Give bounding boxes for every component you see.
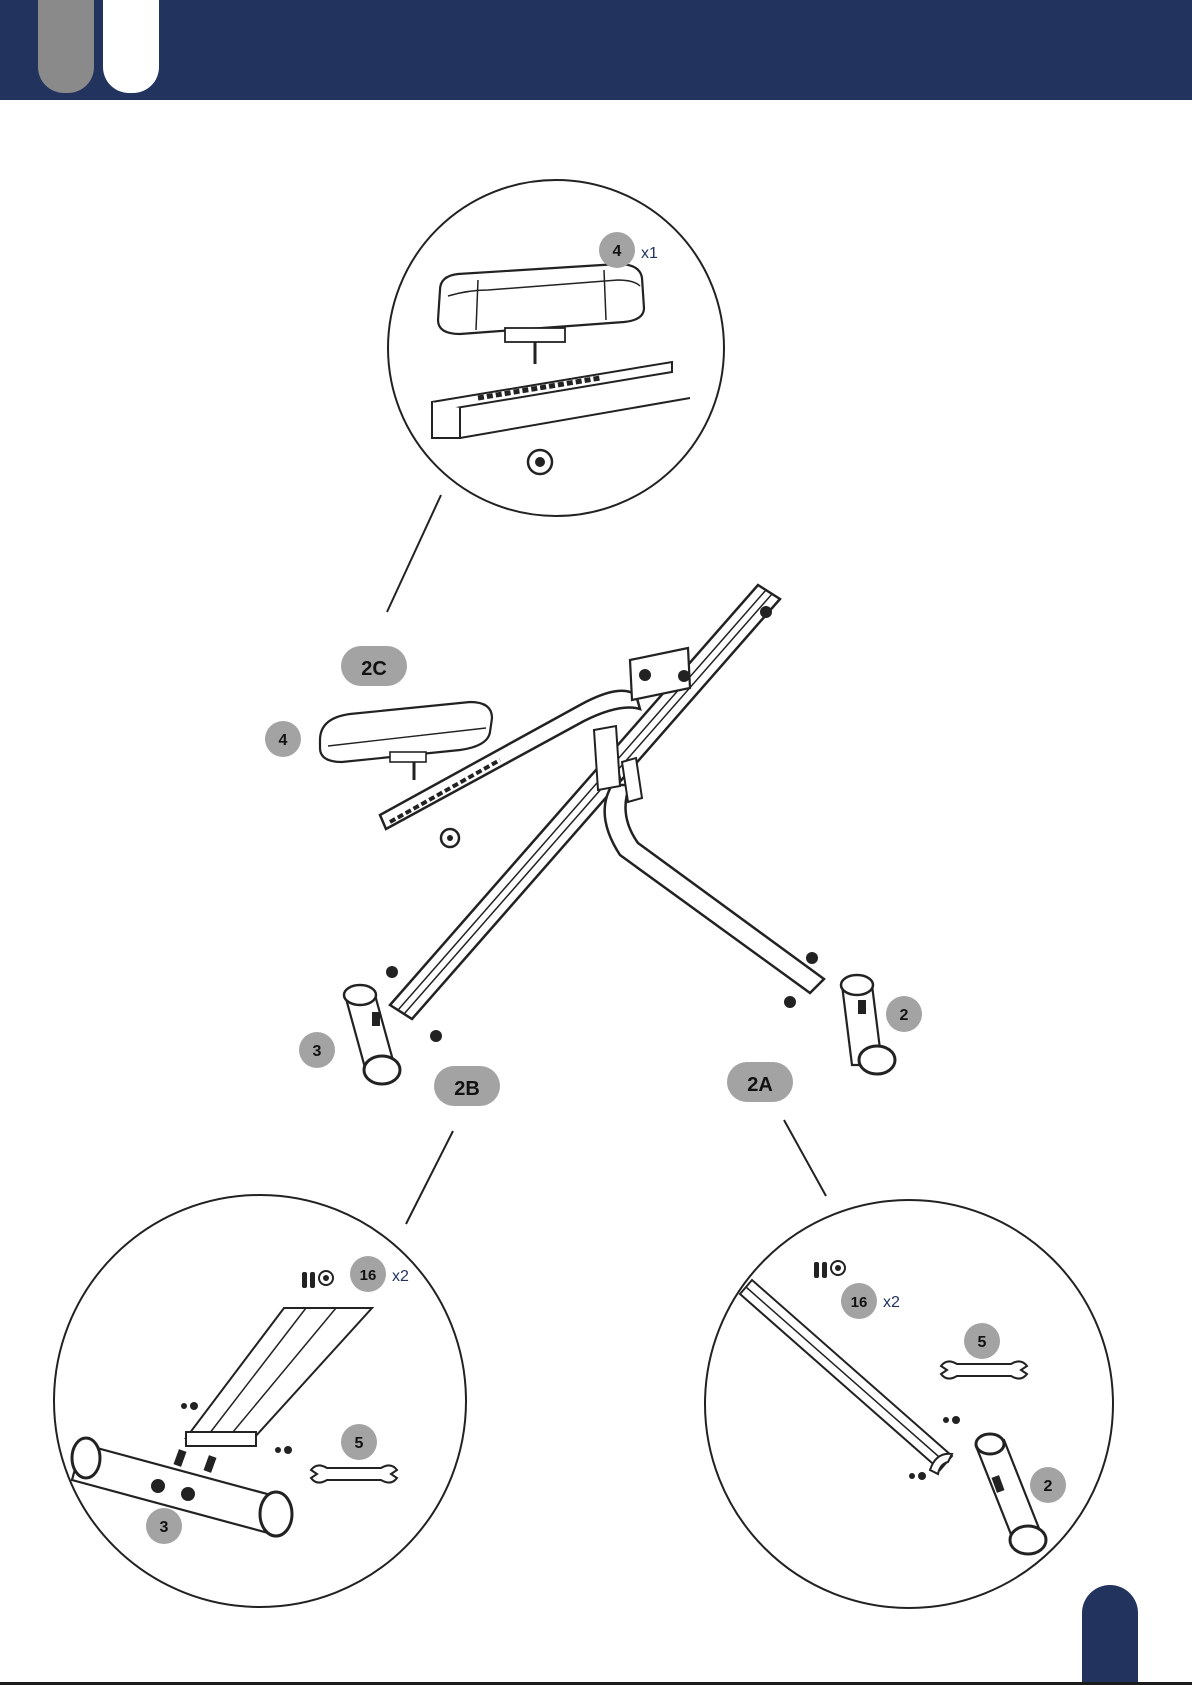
part-badge-5: 5 (355, 1435, 364, 1452)
detail-2b: 16 x2 5 3 (54, 1195, 466, 1607)
step-label-2b: 2B (454, 1078, 480, 1100)
step-label-2c: 2C (361, 658, 387, 680)
callout-left-foot: 3 (313, 1043, 322, 1060)
part-badge-16: 16 (360, 1267, 377, 1284)
part-qty: x2 (883, 1294, 900, 1311)
part-badge-16: 16 (851, 1294, 868, 1311)
part-badge-4: 4 (613, 243, 622, 260)
part-badge-2: 2 (1044, 1478, 1053, 1495)
part-badge-5: 5 (978, 1334, 987, 1351)
callout-seat: 4 (279, 732, 288, 749)
part-qty: x1 (641, 245, 658, 262)
callout-right-foot: 2 (900, 1007, 909, 1024)
step-label-2a: 2A (747, 1074, 773, 1096)
frame-assembly (320, 585, 895, 1084)
part-qty: x2 (392, 1268, 409, 1285)
page-corner-tab (1082, 1585, 1138, 1685)
detail-2c: 4 x1 (388, 180, 724, 516)
detail-2a: 16 x2 5 2 (705, 1200, 1113, 1608)
part-badge-3: 3 (160, 1519, 169, 1536)
